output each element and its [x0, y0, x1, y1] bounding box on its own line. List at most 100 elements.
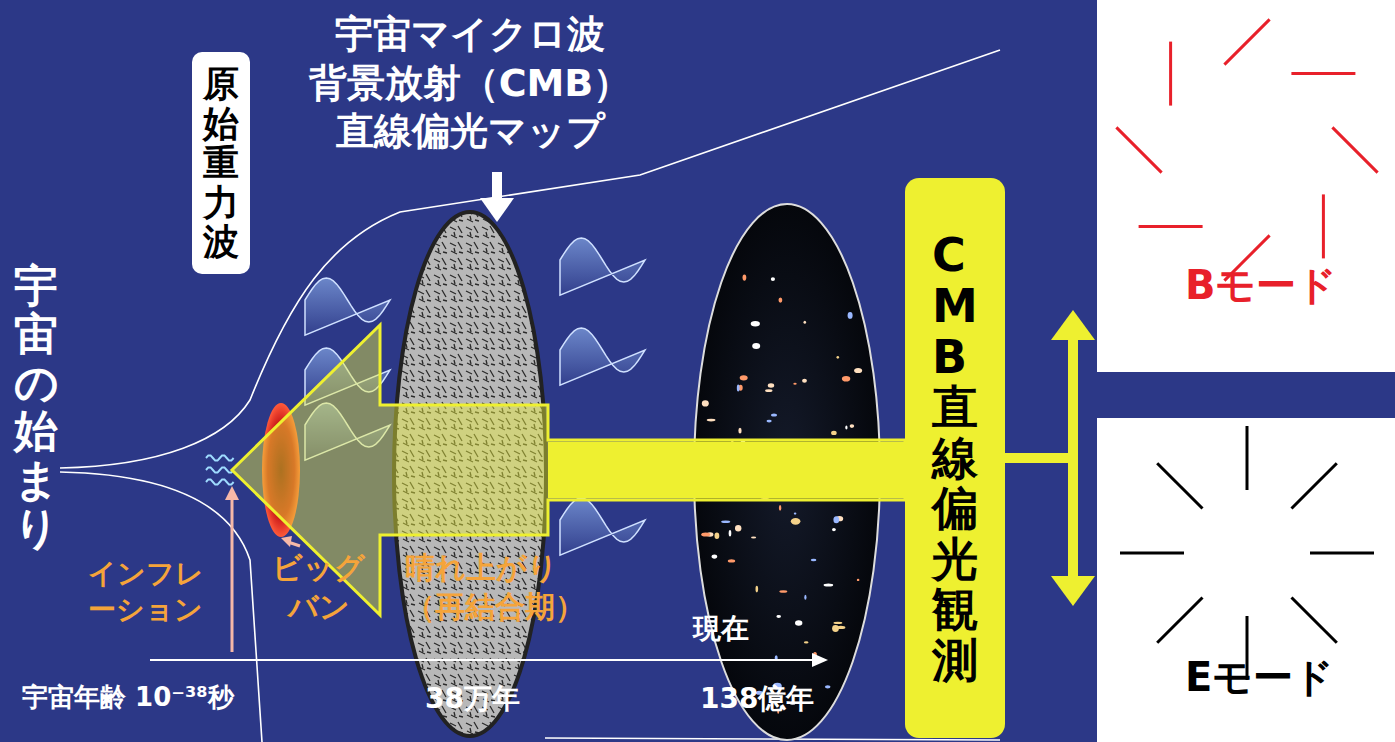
pointer-arrow	[492, 172, 502, 200]
galaxy	[832, 625, 839, 632]
galaxy	[737, 385, 740, 392]
era-label: 現在	[693, 610, 749, 648]
galaxy	[779, 298, 783, 303]
galaxy	[811, 559, 817, 561]
polarization-line	[1291, 72, 1355, 75]
polarization-line	[1157, 598, 1202, 643]
polarization-line	[1157, 463, 1202, 508]
galaxy	[793, 383, 796, 385]
vertical-title: 宇宙の始まり	[14, 262, 58, 552]
vertical-label: CMB直線偏光観測	[932, 230, 978, 685]
galaxy	[729, 530, 732, 536]
observation-arrow	[548, 442, 905, 498]
connector	[1005, 453, 1078, 580]
galaxy	[837, 356, 840, 359]
age-label: 138億年	[700, 680, 814, 718]
galaxy	[825, 685, 831, 688]
polarization-line	[1310, 552, 1374, 555]
polarization-line	[1292, 463, 1337, 508]
galaxy	[756, 586, 759, 593]
galaxy	[752, 343, 760, 349]
pointer-arrow	[480, 198, 514, 222]
era-label: 晴れ上がり （再結合期）	[405, 548, 585, 626]
era-label: ビッグ バン	[272, 548, 365, 626]
b-mode-panel: Bモード	[1097, 0, 1395, 372]
e-mode-panel: Eモード	[1097, 418, 1395, 742]
map-title: 宇宙マイクロ波 背景放射（CMB） 直線偏光マップ	[290, 10, 650, 156]
galaxy	[824, 584, 834, 587]
galaxy	[751, 321, 760, 326]
galaxy	[702, 400, 709, 406]
pointer-line	[231, 495, 234, 652]
galaxy	[728, 559, 735, 562]
polarization-line	[1322, 194, 1325, 258]
vertical-label: 原始重力波	[203, 64, 239, 262]
time-axis	[812, 653, 828, 667]
arrowhead	[1051, 576, 1095, 606]
galaxy	[712, 555, 718, 559]
galaxy	[701, 533, 710, 537]
mode-label: Bモード	[1185, 258, 1338, 313]
pointer-line	[225, 486, 239, 500]
galaxy	[771, 413, 777, 416]
polarization-line	[1246, 426, 1249, 490]
galaxy	[802, 379, 807, 383]
galaxy	[779, 505, 781, 511]
galaxy	[850, 424, 855, 428]
galaxy	[740, 375, 748, 380]
galaxy	[795, 620, 802, 626]
label-box: 原始重力波	[192, 52, 250, 274]
cone-edge	[545, 738, 1000, 740]
galaxy	[776, 615, 781, 618]
galaxy	[831, 431, 837, 435]
galaxy	[833, 516, 839, 523]
galaxy	[751, 536, 756, 538]
polarization-line	[1169, 42, 1172, 106]
galaxy	[765, 389, 772, 392]
galaxy	[845, 426, 847, 430]
galaxy	[832, 528, 836, 531]
wave	[560, 328, 645, 385]
galaxy	[743, 275, 747, 281]
observation-box: CMB直線偏光観測	[905, 178, 1005, 738]
era-label: インフレ ーション	[88, 556, 204, 629]
polarization-pattern	[1097, 0, 1395, 372]
galaxy	[738, 428, 741, 434]
galaxy	[834, 622, 843, 624]
galaxy	[768, 383, 774, 387]
galaxy	[857, 579, 860, 581]
galaxy	[735, 525, 741, 532]
polarization-line	[1139, 225, 1203, 228]
galaxy	[767, 420, 772, 423]
pointer-line	[281, 536, 292, 547]
time-axis	[150, 659, 815, 661]
galaxy	[848, 312, 853, 319]
wave	[560, 238, 645, 295]
galaxy	[715, 532, 720, 539]
wave	[560, 498, 645, 555]
galaxy	[707, 419, 716, 422]
small-wave	[206, 455, 234, 460]
small-wave	[206, 467, 234, 472]
polarization-line	[1224, 19, 1269, 64]
galaxy	[804, 641, 809, 643]
galaxy	[791, 518, 801, 525]
galaxy	[771, 277, 775, 281]
galaxy	[721, 521, 730, 524]
polarization-line	[1116, 127, 1161, 172]
polarization-line	[1292, 598, 1337, 643]
connector	[1005, 336, 1078, 463]
galaxy	[779, 590, 787, 593]
galaxy	[854, 368, 862, 373]
age-label: 宇宙年齢 10⁻³⁸秒	[22, 680, 234, 715]
galaxy	[794, 513, 797, 515]
polarization-line	[1120, 552, 1184, 555]
polarization-line	[1332, 127, 1377, 172]
galaxy	[804, 595, 806, 600]
mode-label: Eモード	[1185, 650, 1334, 705]
galaxy	[842, 376, 850, 382]
age-label: 38万年	[425, 680, 520, 718]
small-wave	[206, 479, 234, 484]
arrowhead	[1051, 310, 1095, 340]
galaxy	[804, 321, 807, 324]
